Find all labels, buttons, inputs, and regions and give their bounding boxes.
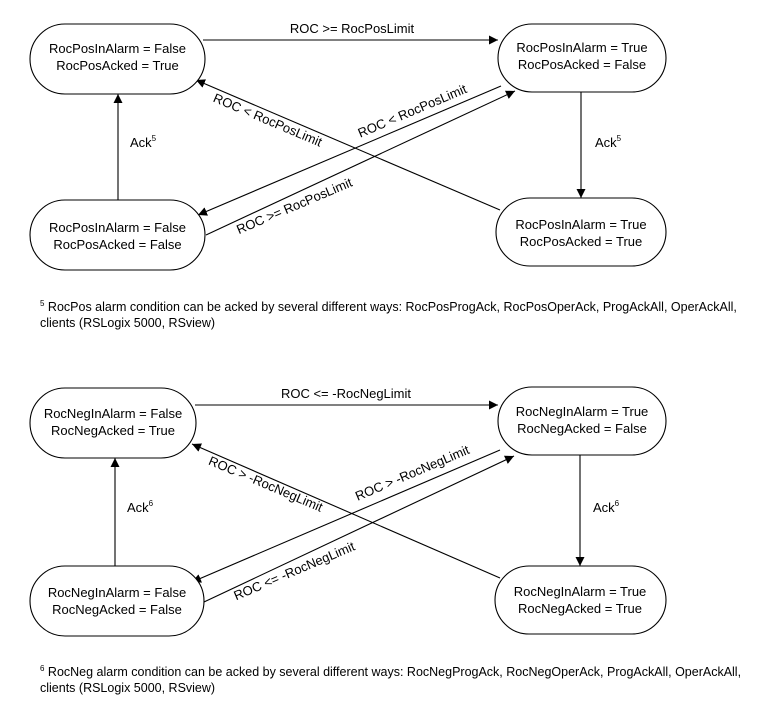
transition-label: ROC > -RocNegLimit [206, 453, 325, 515]
edge-diag-tr-to-bl [191, 449, 501, 583]
transition-label: ROC <= -RocNegLimit [231, 538, 357, 603]
rocpos-diagram: RocPosInAlarm = False RocPosAcked = True… [29, 21, 667, 271]
edge-diag-br-to-tl [195, 79, 501, 211]
state-line-1: RocPosInAlarm = True [515, 217, 646, 232]
state-line-2: RocPosAcked = False [53, 237, 181, 252]
state-node: RocNegInAlarm = False RocNegAcked = True [29, 387, 197, 459]
edge-diag-tr-to-bl [197, 85, 502, 216]
state-line-1: RocNegInAlarm = True [516, 404, 649, 419]
state-line-2: RocNegAcked = True [51, 423, 175, 438]
state-node: RocNegInAlarm = False RocNegAcked = Fals… [29, 565, 205, 637]
state-line-2: RocPosAcked = False [518, 57, 646, 72]
state-node: RocPosInAlarm = False RocPosAcked = True [29, 23, 206, 95]
transition-label: ROC >= RocPosLimit [234, 175, 355, 238]
state-node: RocPosInAlarm = True RocPosAcked = True [495, 197, 667, 267]
footnote-rocneg: 6 RocNeg alarm condition can be acked by… [40, 661, 760, 696]
transition-label: ROC < RocPosLimit [211, 90, 325, 150]
state-line-2: RocPosAcked = True [520, 234, 642, 249]
state-line-1: RocPosInAlarm = False [49, 41, 186, 56]
transition-label: Ack5 [130, 134, 157, 150]
state-line-1: RocPosInAlarm = True [516, 40, 647, 55]
edge-diag-bl-to-tr [203, 455, 515, 603]
state-line-1: RocNegInAlarm = False [44, 406, 182, 421]
footnote-text: RocPos alarm condition can be acked by s… [40, 300, 737, 331]
edge-diag-br-to-tl [191, 443, 501, 579]
rocneg-diagram: RocNegInAlarm = False RocNegAcked = True… [29, 386, 667, 637]
footnote-number: 6 [40, 664, 45, 673]
footnote-number: 5 [40, 299, 45, 308]
state-line-2: RocNegAcked = True [518, 601, 642, 616]
transition-label: Ack5 [595, 134, 622, 150]
transition-label: Ack6 [593, 499, 620, 515]
state-node: RocNegInAlarm = True RocNegAcked = True [494, 565, 667, 635]
state-node: RocPosInAlarm = False RocPosAcked = Fals… [29, 199, 206, 271]
edge-diag-bl-to-tr [205, 90, 516, 236]
transition-label: ROC >= RocPosLimit [290, 21, 415, 36]
transition-label: ROC > -RocNegLimit [353, 442, 472, 504]
state-line-1: RocPosInAlarm = False [49, 220, 186, 235]
state-line-1: RocNegInAlarm = True [514, 584, 647, 599]
state-line-1: RocNegInAlarm = False [48, 585, 186, 600]
state-node: RocPosInAlarm = True RocPosAcked = False [497, 23, 667, 93]
transition-label: ROC < RocPosLimit [356, 81, 470, 141]
footnote-rocpos: 5 RocPos alarm condition can be acked by… [40, 296, 760, 331]
state-line-2: RocPosAcked = True [56, 58, 178, 73]
transition-label: ROC <= -RocNegLimit [281, 386, 411, 401]
footnote-text: RocNeg alarm condition can be acked by s… [40, 665, 742, 696]
state-node: RocNegInAlarm = True RocNegAcked = False [497, 386, 667, 456]
state-line-2: RocNegAcked = False [52, 602, 182, 617]
transition-label: Ack6 [127, 499, 154, 515]
state-line-2: RocNegAcked = False [517, 421, 647, 436]
